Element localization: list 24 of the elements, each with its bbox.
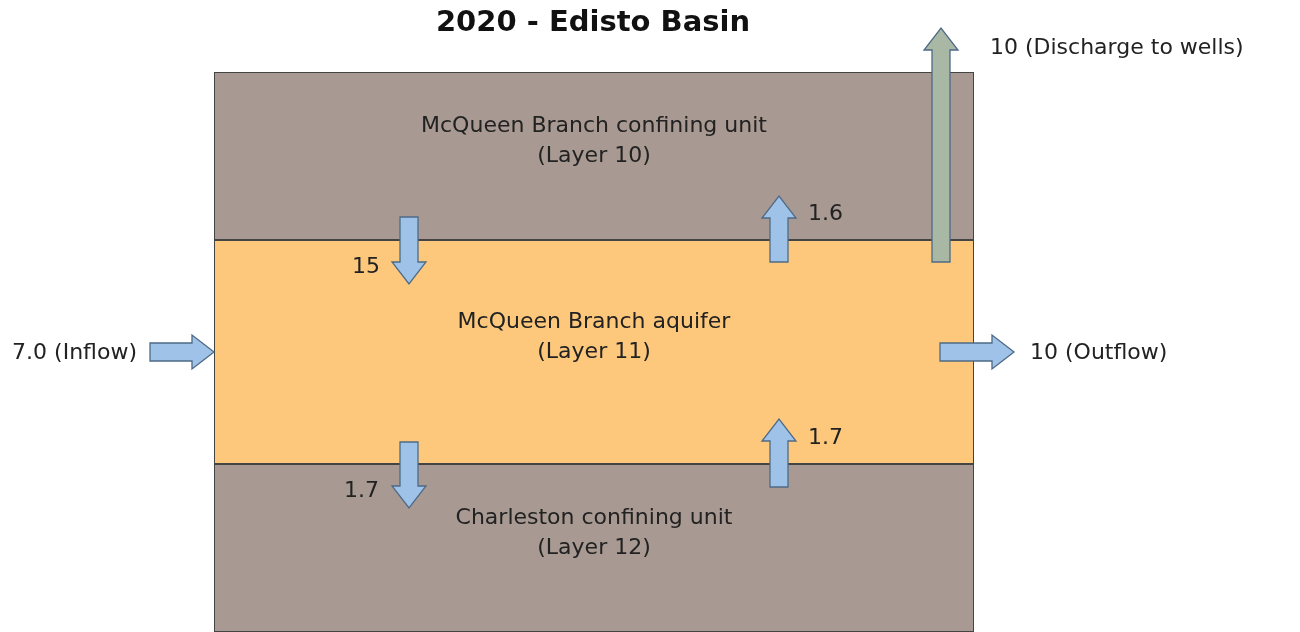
flow-arrow: [390, 441, 428, 510]
layer-band: [214, 240, 974, 464]
flow-value: 7.0 (Inflow): [12, 338, 137, 366]
flow-value: 15: [352, 252, 380, 280]
flow-value: 1.6: [808, 199, 843, 227]
flow-value: 1.7: [808, 423, 843, 451]
flow-value: 10 (Outflow): [1030, 338, 1168, 366]
flow-arrow: [760, 417, 798, 488]
layer-name: Charleston confining unit: [454, 503, 734, 531]
flow-arrow: [939, 333, 1016, 371]
layer-band: [214, 72, 974, 240]
flow-value: 10 (Discharge to wells): [990, 33, 1244, 61]
layer-name: McQueen Branch confining unit: [420, 111, 768, 139]
layer-band: [214, 464, 974, 632]
flow-arrow: [149, 333, 216, 371]
layer-name: McQueen Branch aquifer: [456, 307, 732, 335]
flow-arrow: [390, 216, 428, 286]
layer-number: (Layer 11): [536, 337, 652, 365]
flow-arrow: [760, 194, 798, 263]
layer-number: (Layer 10): [536, 141, 652, 169]
layer-number: (Layer 12): [536, 533, 652, 561]
flow-value: 1.7: [344, 476, 379, 504]
flow-arrow: [922, 26, 960, 263]
diagram-title: 2020 - Edisto Basin: [434, 4, 752, 38]
